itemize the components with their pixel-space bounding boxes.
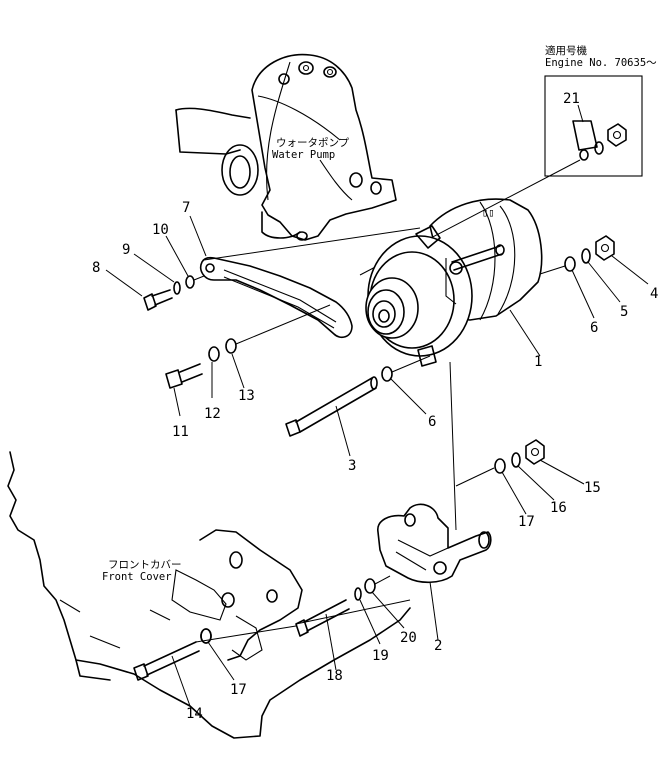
callout-17-left: 17	[230, 682, 247, 698]
callout-15: 15	[584, 480, 601, 496]
bolt-14-set	[133, 628, 212, 681]
water-pump: ウォータポンプ Water Pump	[175, 53, 397, 241]
front-cover-label-en: Front Cover	[102, 571, 172, 583]
water-pump-label-en: Water Pump	[272, 149, 335, 161]
applicability-inset: 適用号機 Engine No. 70635～ 21	[359, 44, 657, 276]
callout-6-bolt: 6	[428, 414, 436, 430]
callout-14: 14	[186, 706, 203, 722]
bracket-fasteners-right	[455, 439, 545, 487]
alternator-fasteners-right	[539, 235, 615, 275]
callout-leaders	[105, 215, 649, 707]
callout-18: 18	[326, 668, 343, 684]
callout-11: 11	[172, 424, 189, 440]
front-cover: フロントカバー Front Cover	[7, 451, 411, 739]
callout-21: 21	[563, 91, 580, 107]
callout-1: 1	[534, 354, 542, 370]
callout-10: 10	[152, 222, 169, 238]
bolt-11-set	[165, 304, 331, 389]
bolt-8-set	[143, 275, 205, 311]
water-pump-label-jp: ウォータポンプ	[276, 137, 350, 149]
assembly-center-lines	[195, 227, 457, 643]
callout-numbers: 1 2 3 4 5 6 6 7 8 9 10 11 12 13 14 15 16…	[92, 200, 658, 722]
applicability-title: 適用号機	[545, 44, 587, 57]
inset-washer-spacer	[572, 120, 627, 161]
front-cover-label-jp: フロントカバー	[108, 559, 182, 571]
callout-5: 5	[620, 304, 628, 320]
alternator: ▯▯	[365, 198, 543, 367]
callout-6-right: 6	[590, 320, 598, 336]
bolt-18-set	[295, 575, 391, 637]
long-bolt-3	[285, 355, 431, 437]
callout-8: 8	[92, 260, 100, 276]
engine-number-label: Engine No. 70635～	[545, 57, 657, 69]
callout-13: 13	[238, 388, 255, 404]
inset-frame	[544, 75, 643, 177]
callout-2: 2	[434, 638, 442, 654]
callout-19: 19	[372, 648, 389, 664]
adjust-bracket-7	[199, 256, 353, 339]
svg-text:▯▯: ▯▯	[482, 207, 495, 219]
callout-20: 20	[400, 630, 417, 646]
callout-17-right: 17	[518, 514, 535, 530]
mount-bracket-2	[377, 503, 492, 584]
callout-9: 9	[122, 242, 130, 258]
callout-7: 7	[182, 200, 190, 216]
callout-4: 4	[650, 286, 658, 302]
callout-12: 12	[204, 406, 221, 422]
callout-3: 3	[348, 458, 356, 474]
callout-16: 16	[550, 500, 567, 516]
